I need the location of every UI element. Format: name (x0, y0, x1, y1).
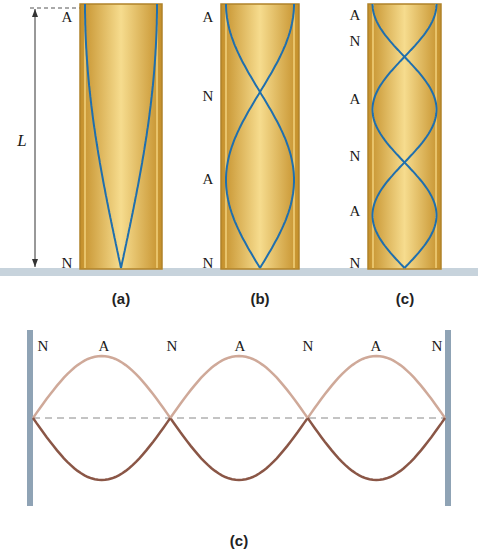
string-curve (308, 356, 445, 418)
dimension-arrowheads (32, 9, 38, 267)
node-label: N (203, 89, 214, 104)
left-wall (27, 330, 33, 506)
wave-curve (226, 4, 294, 268)
node-label: N (350, 149, 361, 164)
string-curve (170, 356, 307, 418)
wave-curve (226, 4, 294, 268)
node-label: N (350, 256, 361, 271)
node-label: N (303, 339, 314, 354)
antinode-label: A (235, 339, 246, 354)
length-label: L (17, 132, 26, 149)
antinode-label: A (203, 10, 214, 25)
figure-caption: (c) (230, 533, 248, 548)
antinode-label: A (99, 339, 110, 354)
wave-curve (373, 4, 437, 268)
node-label: N (350, 34, 361, 49)
standing-waves (85, 4, 437, 268)
string-curve (33, 418, 170, 480)
tube-a (80, 4, 162, 269)
wave-curve (85, 4, 121, 268)
equilibrium-line (33, 418, 445, 419)
node-label: N (432, 339, 443, 354)
figure-caption: (b) (250, 291, 269, 306)
wave-curve (121, 4, 157, 268)
tube-c (368, 4, 441, 269)
antinode-label: A (371, 339, 382, 354)
antinode-label: A (62, 10, 73, 25)
node-label: N (167, 339, 178, 354)
string-curve (308, 418, 445, 480)
wave-curve (373, 4, 437, 268)
node-label: N (203, 256, 214, 271)
string-curve (33, 356, 170, 418)
antinode-label: A (350, 92, 361, 107)
tube-b (221, 4, 299, 269)
node-label: N (38, 339, 49, 354)
node-label: N (62, 256, 73, 271)
string-wave (33, 356, 445, 480)
figure-caption: (a) (112, 291, 130, 306)
figure-caption: (c) (396, 291, 414, 306)
antinode-label: A (203, 172, 214, 187)
string-curve (170, 418, 307, 480)
dimension-line (35, 9, 36, 267)
right-wall (445, 330, 451, 506)
antinode-label: A (350, 8, 361, 23)
antinode-label: A (350, 204, 361, 219)
